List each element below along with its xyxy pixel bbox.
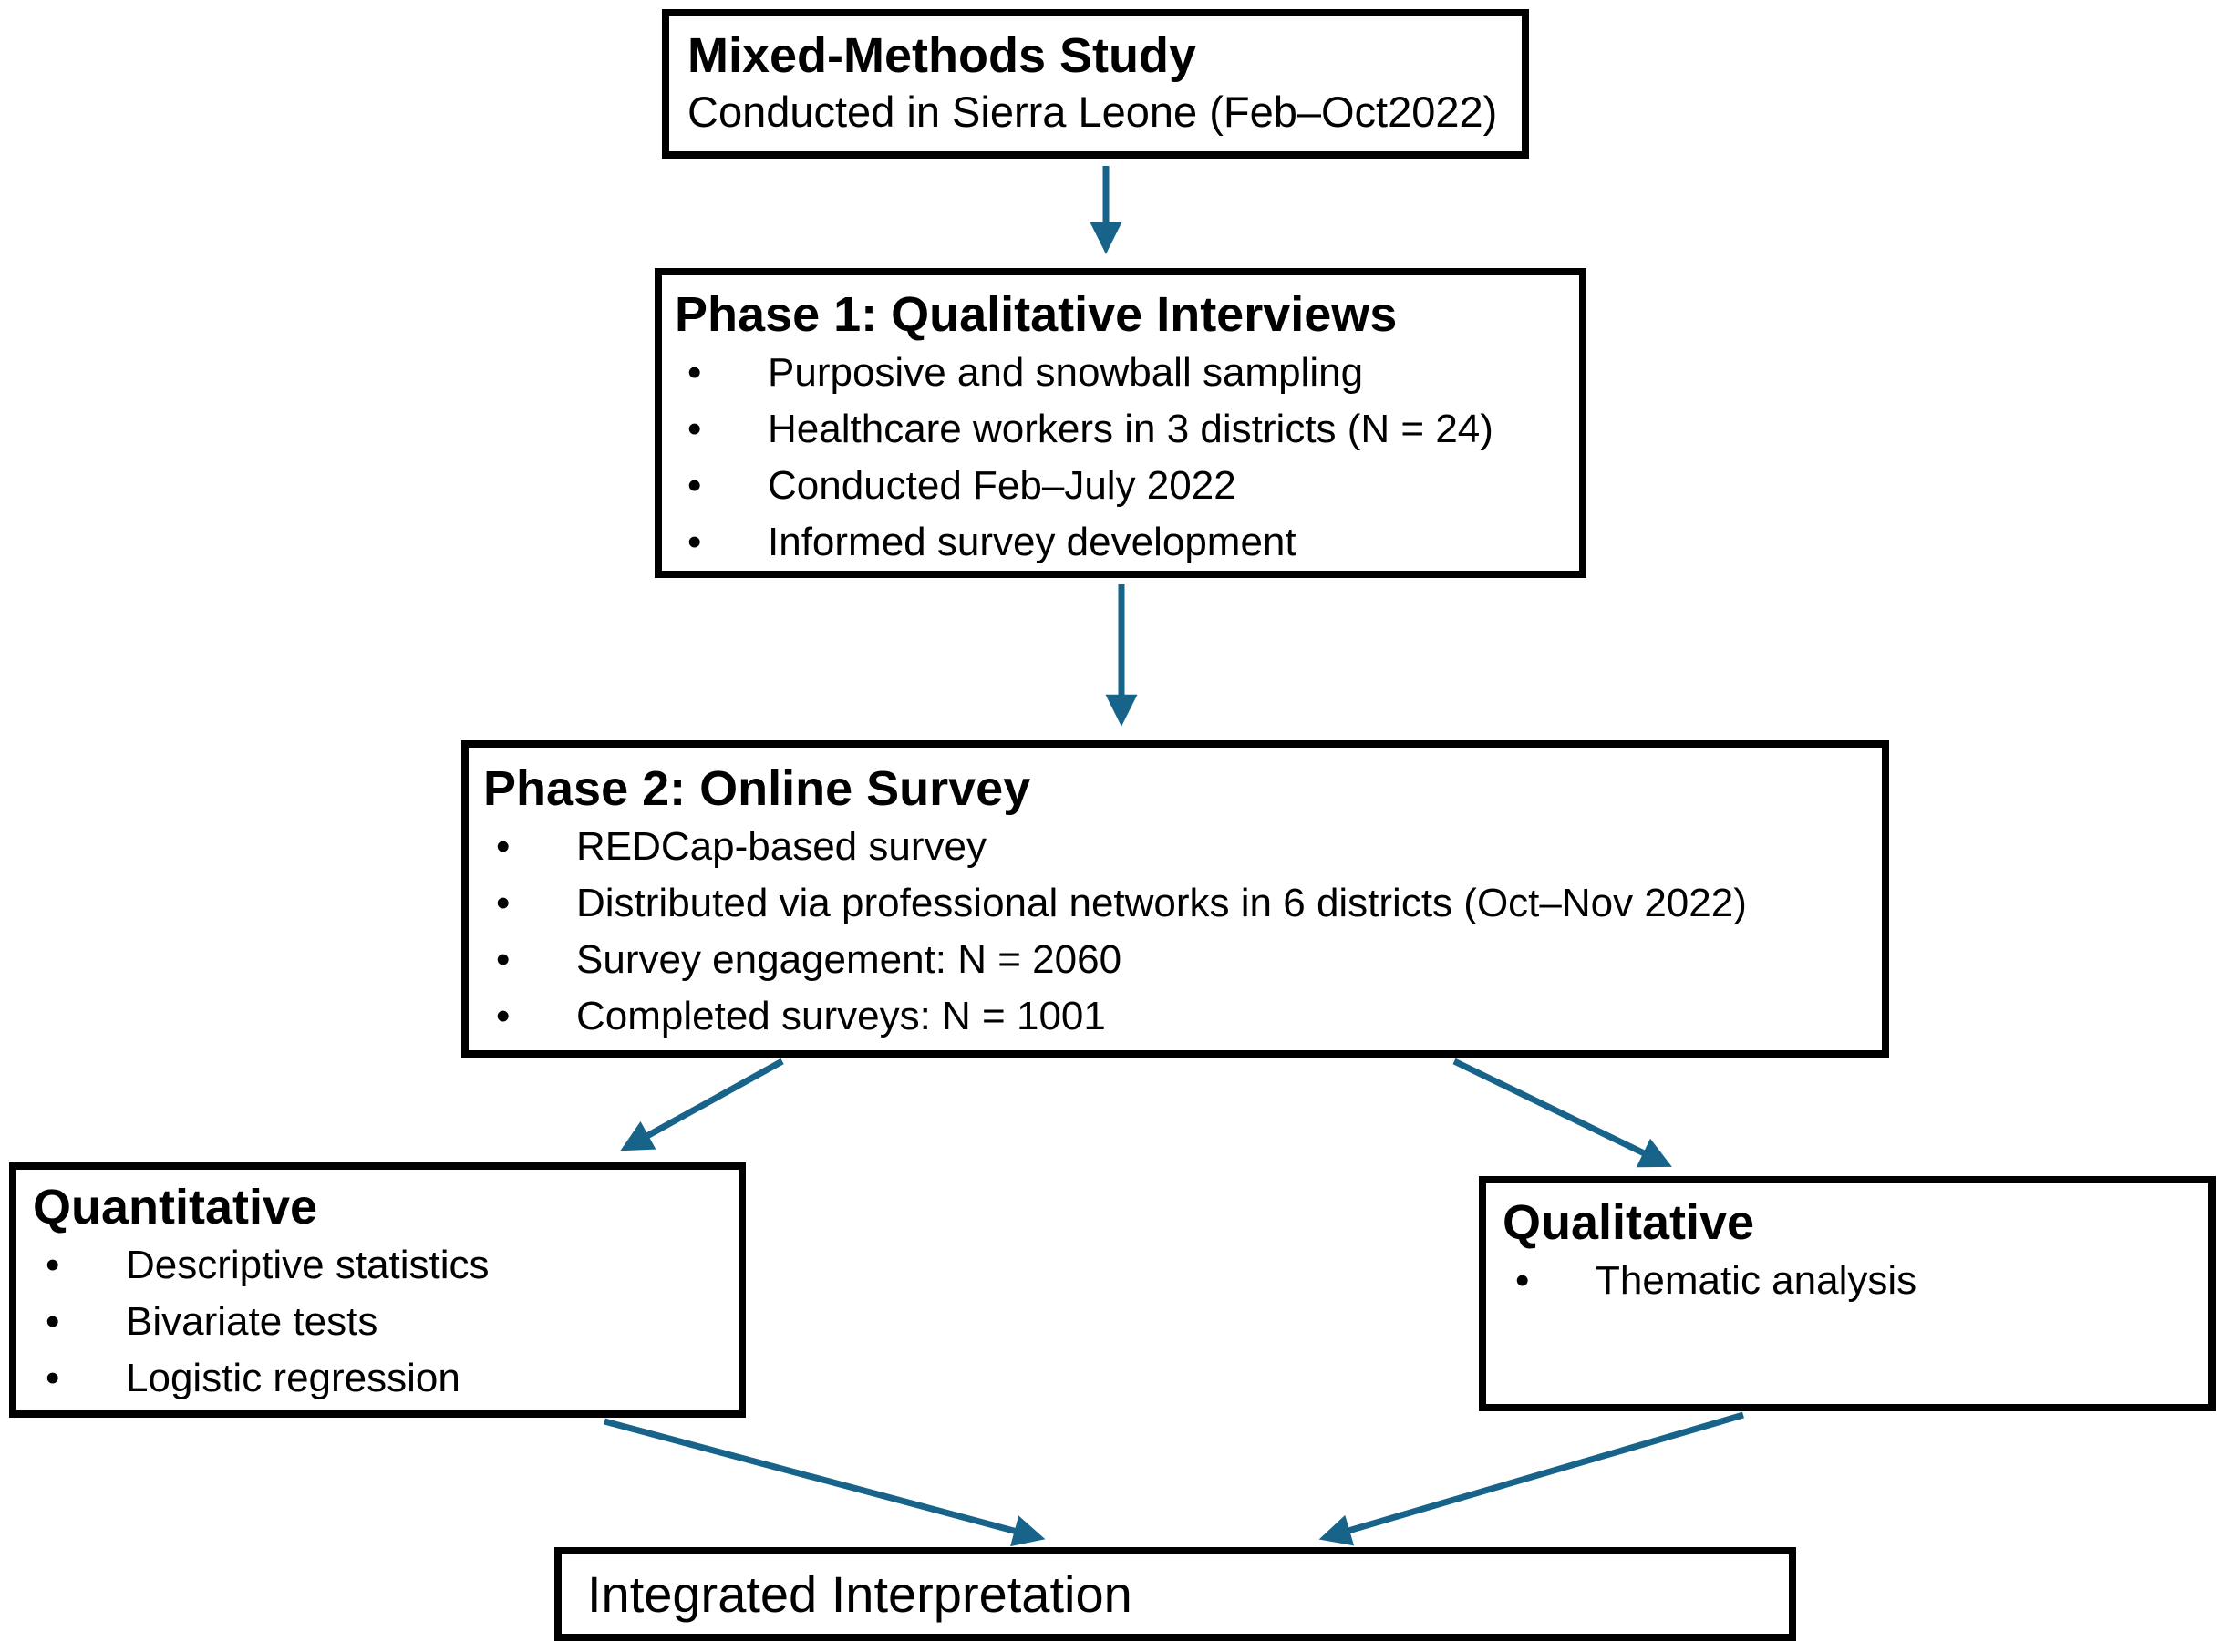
bullet-icon — [1503, 1253, 1596, 1309]
bullet-icon — [33, 1294, 126, 1350]
integrated-box: Integrated Interpretation — [554, 1547, 1796, 1641]
qualitative-bullet: Thematic analysis — [1503, 1253, 2208, 1309]
phase1-bullet: Purposive and snowball sampling — [675, 345, 1579, 401]
bullet-icon — [675, 514, 768, 571]
bullet-icon — [33, 1237, 126, 1294]
study-box: Mixed-Methods Study Conducted in Sierra … — [662, 9, 1529, 159]
phase2-bullet: Distributed via professional networks in… — [483, 875, 1882, 932]
quantitative-bullet: Descriptive statistics — [33, 1237, 739, 1294]
phase1-title: Phase 1: Qualitative Interviews — [675, 287, 1398, 342]
study-title: Mixed-Methods Study — [687, 28, 1197, 83]
study-subtitle: Conducted in Sierra Leone (Feb–Oct2022) — [687, 88, 1498, 136]
bullet-icon — [483, 988, 576, 1045]
qualitative-title: Qualitative — [1503, 1195, 1755, 1250]
arrow-qualitative-to-integrated — [1318, 1411, 1744, 1546]
bullet-icon — [675, 458, 768, 514]
phase2-bullet: Survey engagement: N = 2060 — [483, 932, 1882, 988]
quantitative-bullet: Logistic regression — [33, 1350, 739, 1407]
phase1-bullet: Informed survey development — [675, 514, 1579, 571]
qualitative-box: Qualitative Thematic analysis — [1479, 1176, 2216, 1411]
phase2-box: Phase 2: Online Survey REDCap-based surv… — [461, 740, 1889, 1058]
quantitative-box: Quantitative Descriptive statistics Biva… — [9, 1162, 746, 1418]
bullet-icon — [675, 345, 768, 401]
bullet-icon — [483, 819, 576, 875]
bullet-icon — [483, 875, 576, 932]
quantitative-title: Quantitative — [33, 1180, 318, 1234]
arrow-quantitative-to-integrated — [604, 1418, 1046, 1547]
bullet-icon — [483, 932, 576, 988]
phase1-box: Phase 1: Qualitative Interviews Purposiv… — [655, 268, 1586, 578]
arrow-phase2-to-qualitative — [1452, 1058, 1672, 1168]
bullet-icon — [675, 401, 768, 458]
arrow-phase2-to-quantitative — [620, 1058, 784, 1151]
phase2-bullet: REDCap-based survey — [483, 819, 1882, 875]
phase2-title: Phase 2: Online Survey — [483, 761, 1031, 816]
phase1-bullet: Conducted Feb–July 2022 — [675, 458, 1579, 514]
bullet-icon — [33, 1350, 126, 1407]
phase2-bullet: Completed surveys: N = 1001 — [483, 988, 1882, 1045]
quantitative-bullet: Bivariate tests — [33, 1294, 739, 1350]
phase1-bullet: Healthcare workers in 3 districts (N = 2… — [675, 401, 1579, 458]
integrated-title: Integrated Interpretation — [587, 1565, 1132, 1623]
